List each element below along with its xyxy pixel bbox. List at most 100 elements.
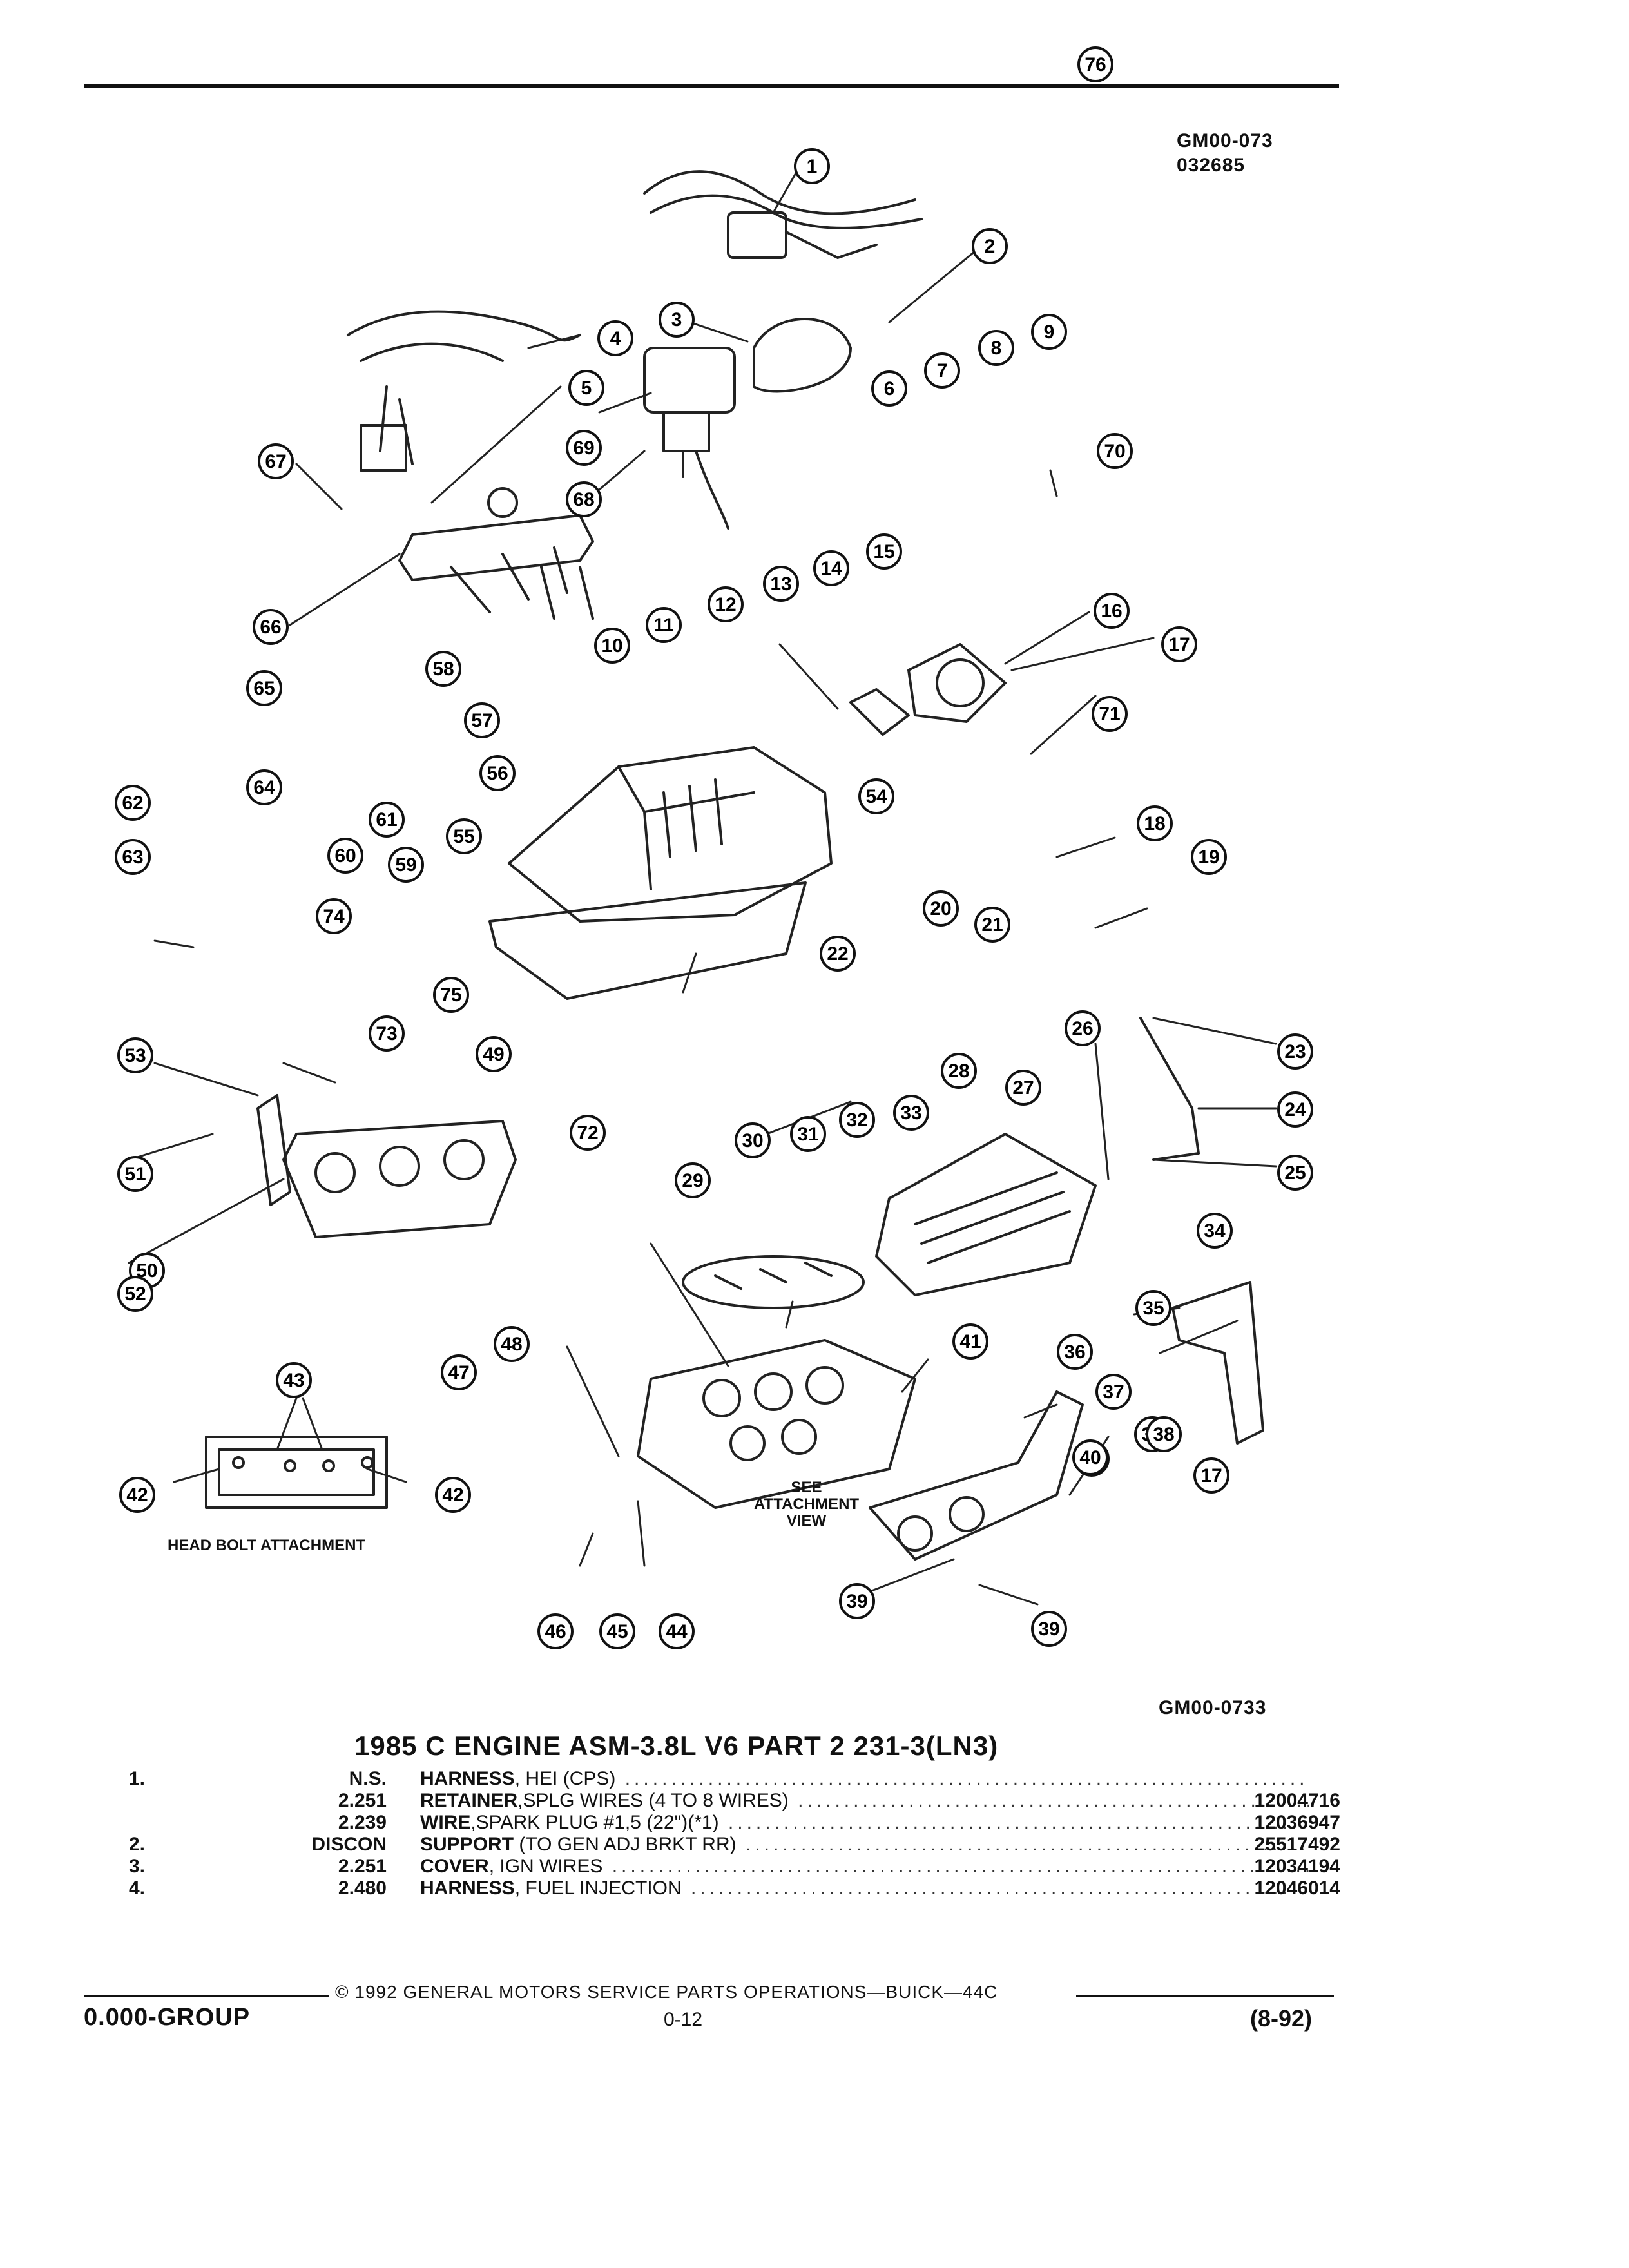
part-name: COVER [420,1856,489,1877]
callout-number: 21 [981,914,1003,936]
callout-75: 75 [433,977,469,1013]
callout-60: 60 [327,838,363,874]
callout-76: 76 [1077,46,1113,82]
callout-number: 41 [959,1331,981,1352]
callout-number: 39 [1038,1619,1059,1640]
head-bolt-attachment-label: HEAD BOLT ATTACHMENT [168,1537,366,1554]
part-detail: , FUEL INJECTION [514,1878,682,1899]
callout-number: 42 [442,1485,463,1506]
part-level: DISCON [311,1834,387,1855]
callout-17: 17 [1193,1457,1229,1494]
callout-number: 70 [1104,441,1125,462]
callout-number: 39 [846,1591,867,1612]
callout-number: 71 [1099,704,1120,725]
callout-61: 61 [369,802,405,838]
callout-number: 33 [900,1102,921,1124]
part-name: HARNESS [420,1768,515,1789]
callout-51: 51 [117,1156,153,1192]
callout-number: 26 [1072,1018,1093,1039]
page-title: 1985 C ENGINE ASM-3.8L V6 PART 2 231-3(L… [354,1731,999,1761]
callout-number: 16 [1101,601,1122,622]
callout-67: 67 [258,443,294,479]
see-attachment-view-label: SEE ATTACHMENT VIEW [754,1479,860,1530]
callout-58: 58 [425,651,461,687]
callout-number: 12 [715,594,736,615]
part-number: 12046014 [1254,1878,1340,1899]
callout-number: 30 [742,1130,763,1151]
callout-21: 21 [974,907,1010,943]
callout-number: 29 [682,1170,703,1191]
callout-number: 76 [1084,54,1106,75]
callout-number: 74 [323,906,345,927]
intake-manifold-drawing [488,746,833,1000]
part-row: 1.N.S.HARNESS, HEI (CPS) ...............… [129,1768,1340,1790]
callout-44: 44 [659,1613,695,1649]
callout-number: 42 [126,1485,148,1506]
throttle-body-drawing [849,643,1007,736]
callout-15: 15 [866,533,902,570]
part-detail: ,SPARK PLUG #1,5 (22")(*1) [470,1812,719,1833]
page-number: 0-12 [664,2009,703,2030]
part-number: 12036947 [1254,1812,1340,1833]
callout-number: 47 [448,1362,469,1383]
callout-31: 31 [790,1116,826,1152]
part-number: 12034194 [1254,1856,1340,1877]
callout-number: 17 [1168,634,1190,655]
callout-number: 17 [1200,1465,1222,1486]
part-detail: , IGN WIRES [488,1856,603,1877]
part-description: HARNESS, FUEL INJECTION ................… [420,1878,1309,1899]
callout-number: 23 [1284,1041,1306,1062]
part-level: 2.239 [338,1812,387,1833]
callout-number: 19 [1198,847,1219,868]
callout-number: 7 [937,360,948,381]
callout-number: 1 [807,156,818,177]
part-description: COVER, IGN WIRES .......................… [420,1856,1309,1878]
figure-ref-line2: 032685 [1177,155,1246,176]
callout-number: 3 [671,309,682,331]
callout-number: 40 [1079,1447,1101,1468]
callout-number: 43 [283,1370,304,1391]
callout-number: 34 [1204,1220,1226,1242]
callout-number: 38 [1153,1424,1174,1445]
part-index: 3. [129,1856,146,1877]
callout-number: 22 [827,943,848,965]
callout-number: 66 [260,617,281,638]
callout-number: 58 [432,658,454,680]
callout-39: 39 [839,1583,875,1619]
callout-30: 30 [735,1122,771,1158]
part-index: 1. [129,1768,146,1789]
callout-36: 36 [1057,1334,1093,1370]
callout-43: 43 [276,1362,312,1398]
callout-number: 11 [653,615,674,636]
callout-number: 56 [487,763,508,784]
part-number: 12004716 [1254,1790,1340,1811]
callout-number: 68 [573,489,594,510]
callout-number: 4 [610,328,621,349]
callout-number: 45 [606,1621,628,1642]
valve-cover-drawing [875,1133,1097,1296]
callout-69: 69 [566,430,602,466]
callout-number: 14 [820,558,842,579]
callout-number: 37 [1103,1381,1124,1403]
callout-27: 27 [1005,1070,1041,1106]
callout-number: 52 [124,1283,146,1305]
part-index: 2. [129,1834,146,1855]
leader-dots: ........................................… [745,1834,1309,1855]
callout-24: 24 [1277,1091,1313,1128]
callout-62: 62 [115,785,151,821]
callout-42: 42 [435,1477,471,1513]
callout-32: 32 [839,1102,875,1138]
footer-copyright: © 1992 GENERAL MOTORS SERVICE PARTS OPER… [335,1982,998,2002]
callout-number: 31 [797,1124,818,1145]
callout-68: 68 [566,481,602,517]
callout-number: 9 [1044,322,1055,343]
callout-37: 37 [1095,1374,1132,1410]
callout-number: 61 [376,809,397,831]
callout-64: 64 [246,769,282,805]
callout-35: 35 [1135,1290,1171,1326]
callout-number: 69 [573,437,594,459]
figure-ref-line1: GM00-073 [1177,130,1273,151]
head-bolt-attachment-drawing [205,1436,388,1509]
callout-73: 73 [369,1015,405,1052]
